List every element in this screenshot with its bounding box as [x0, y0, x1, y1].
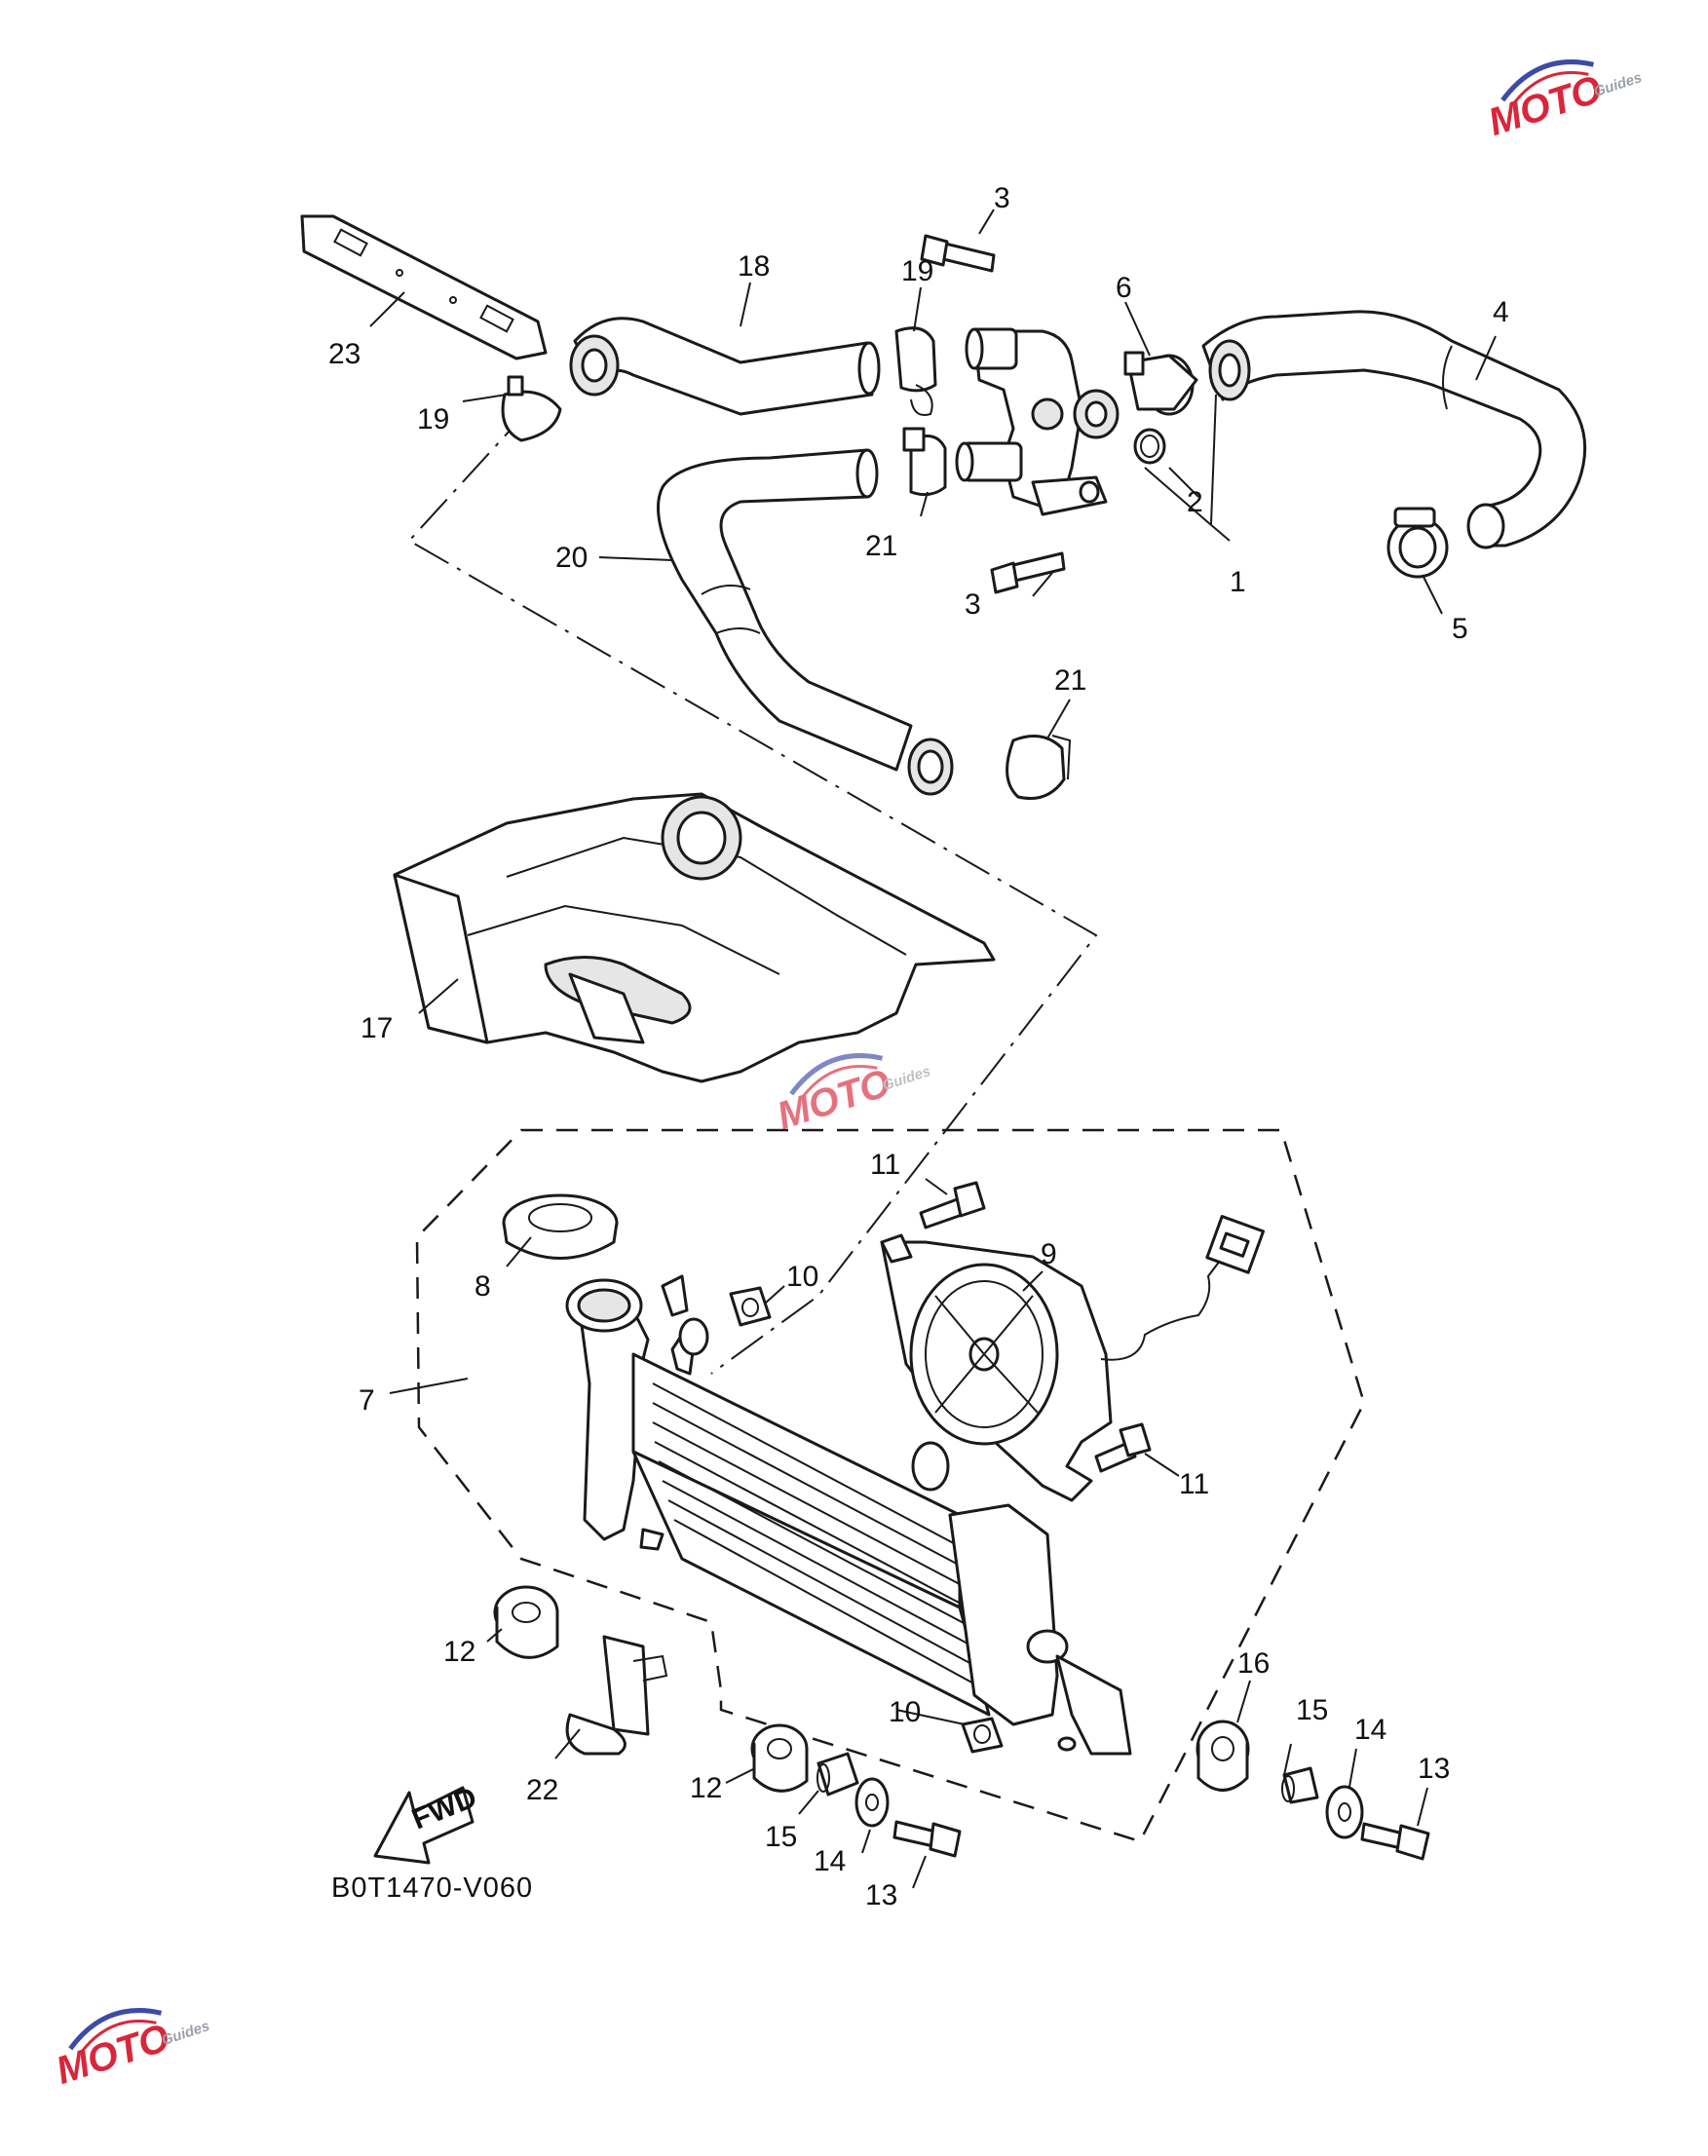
bracket-22 [565, 1635, 668, 1756]
radiator-assembly-boundary [415, 1128, 1366, 1843]
watermark-logo-bottom-left: MOTO Guides [51, 2008, 212, 2093]
hose-clamp-21-top [902, 427, 947, 497]
o-ring [1133, 428, 1166, 465]
callout-20: 20 [555, 542, 588, 574]
callout-1: 1 [1230, 566, 1246, 598]
bolt-3-bottom [990, 551, 1066, 594]
collar-15-right [1281, 1766, 1319, 1804]
callout-6: 6 [1116, 272, 1132, 304]
callout-2: 2 [1187, 486, 1203, 518]
leader-lines [369, 208, 1497, 1889]
callout-14: 14 [814, 1845, 846, 1877]
hose-clamp-6 [1123, 351, 1198, 416]
assembly-line-upper [407, 406, 1098, 1375]
watermark-sub: Guides [160, 2018, 212, 2049]
washer-14-right [1325, 1785, 1364, 1839]
bolt-11-top [919, 1181, 986, 1229]
collar-15-bottom [816, 1752, 859, 1797]
hose-lower [657, 448, 954, 796]
grommet-16 [1196, 1720, 1250, 1792]
callout-21: 21 [865, 530, 897, 562]
hose-clamp-b [894, 326, 937, 416]
nut-10-bottom [961, 1717, 1004, 1754]
bolt-11-right [1094, 1422, 1152, 1473]
callout-15: 15 [765, 1821, 797, 1853]
radiator-shroud [393, 792, 996, 1083]
callout-19: 19 [417, 403, 449, 435]
grommet-12-left [493, 1585, 559, 1659]
callout-22: 22 [526, 1774, 558, 1806]
callout-15: 15 [1296, 1694, 1328, 1726]
callout-10: 10 [889, 1696, 921, 1728]
watermark-sub: Guides [1592, 69, 1645, 100]
watermark-sub: Guides [881, 1063, 933, 1094]
callout-12: 12 [443, 1636, 475, 1668]
radiator [565, 1274, 1132, 1756]
callout-13: 13 [865, 1879, 897, 1911]
bolt-13-right [1360, 1822, 1430, 1861]
callout-3: 3 [965, 588, 981, 621]
callout-13: 13 [1418, 1753, 1450, 1785]
diagram-code: B0T1470-V060 [331, 1872, 533, 1904]
callout-14: 14 [1354, 1714, 1386, 1746]
thermostat-housing [955, 327, 1120, 516]
callout-19: 19 [901, 255, 933, 287]
radiator-cap [502, 1193, 619, 1260]
callout-11: 11 [1179, 1468, 1209, 1500]
callout-4: 4 [1493, 296, 1509, 328]
washer-14-right-hole [1338, 1802, 1351, 1822]
callout-5: 5 [1452, 613, 1468, 645]
callout-8: 8 [474, 1270, 491, 1303]
grommet-12-bottom [750, 1723, 809, 1793]
watermark-logo-center: MOTO Guides [772, 1053, 933, 1138]
o-ring-inner [1140, 435, 1159, 458]
washer-14-bottom [854, 1777, 890, 1828]
callout-18: 18 [738, 250, 770, 283]
callout-7: 7 [359, 1384, 375, 1417]
callout-3: 3 [994, 182, 1010, 214]
hose-clamp-21-bottom [1006, 735, 1072, 800]
hose-upper [569, 317, 881, 416]
callout-16: 16 [1237, 1647, 1270, 1680]
bolt-3-top [920, 234, 996, 273]
hose-clamp-5 [1386, 507, 1449, 579]
bracket-plate [300, 214, 548, 360]
callout-21: 21 [1054, 664, 1086, 697]
callout-labels: 1 2 3 3 4 5 6 7 8 9 10 10 11 11 12 12 13… [328, 182, 1509, 1911]
callout-11: 11 [870, 1149, 900, 1181]
washer-14-bottom-hole [865, 1794, 879, 1811]
callout-9: 9 [1041, 1238, 1057, 1270]
callout-23: 23 [328, 338, 361, 370]
callout-17: 17 [361, 1012, 393, 1044]
cooling-fan [880, 1215, 1266, 1502]
bolt-13-bottom [892, 1820, 962, 1858]
watermark-logo-top-right: MOTO Guides [1483, 59, 1645, 144]
forward-direction-arrow: FWD [373, 1781, 481, 1865]
callout-12: 12 [690, 1772, 722, 1804]
nut-10-top [729, 1286, 772, 1327]
hose-clamp-a [501, 375, 562, 442]
hose-right [1201, 310, 1587, 549]
callout-10: 10 [786, 1261, 818, 1293]
